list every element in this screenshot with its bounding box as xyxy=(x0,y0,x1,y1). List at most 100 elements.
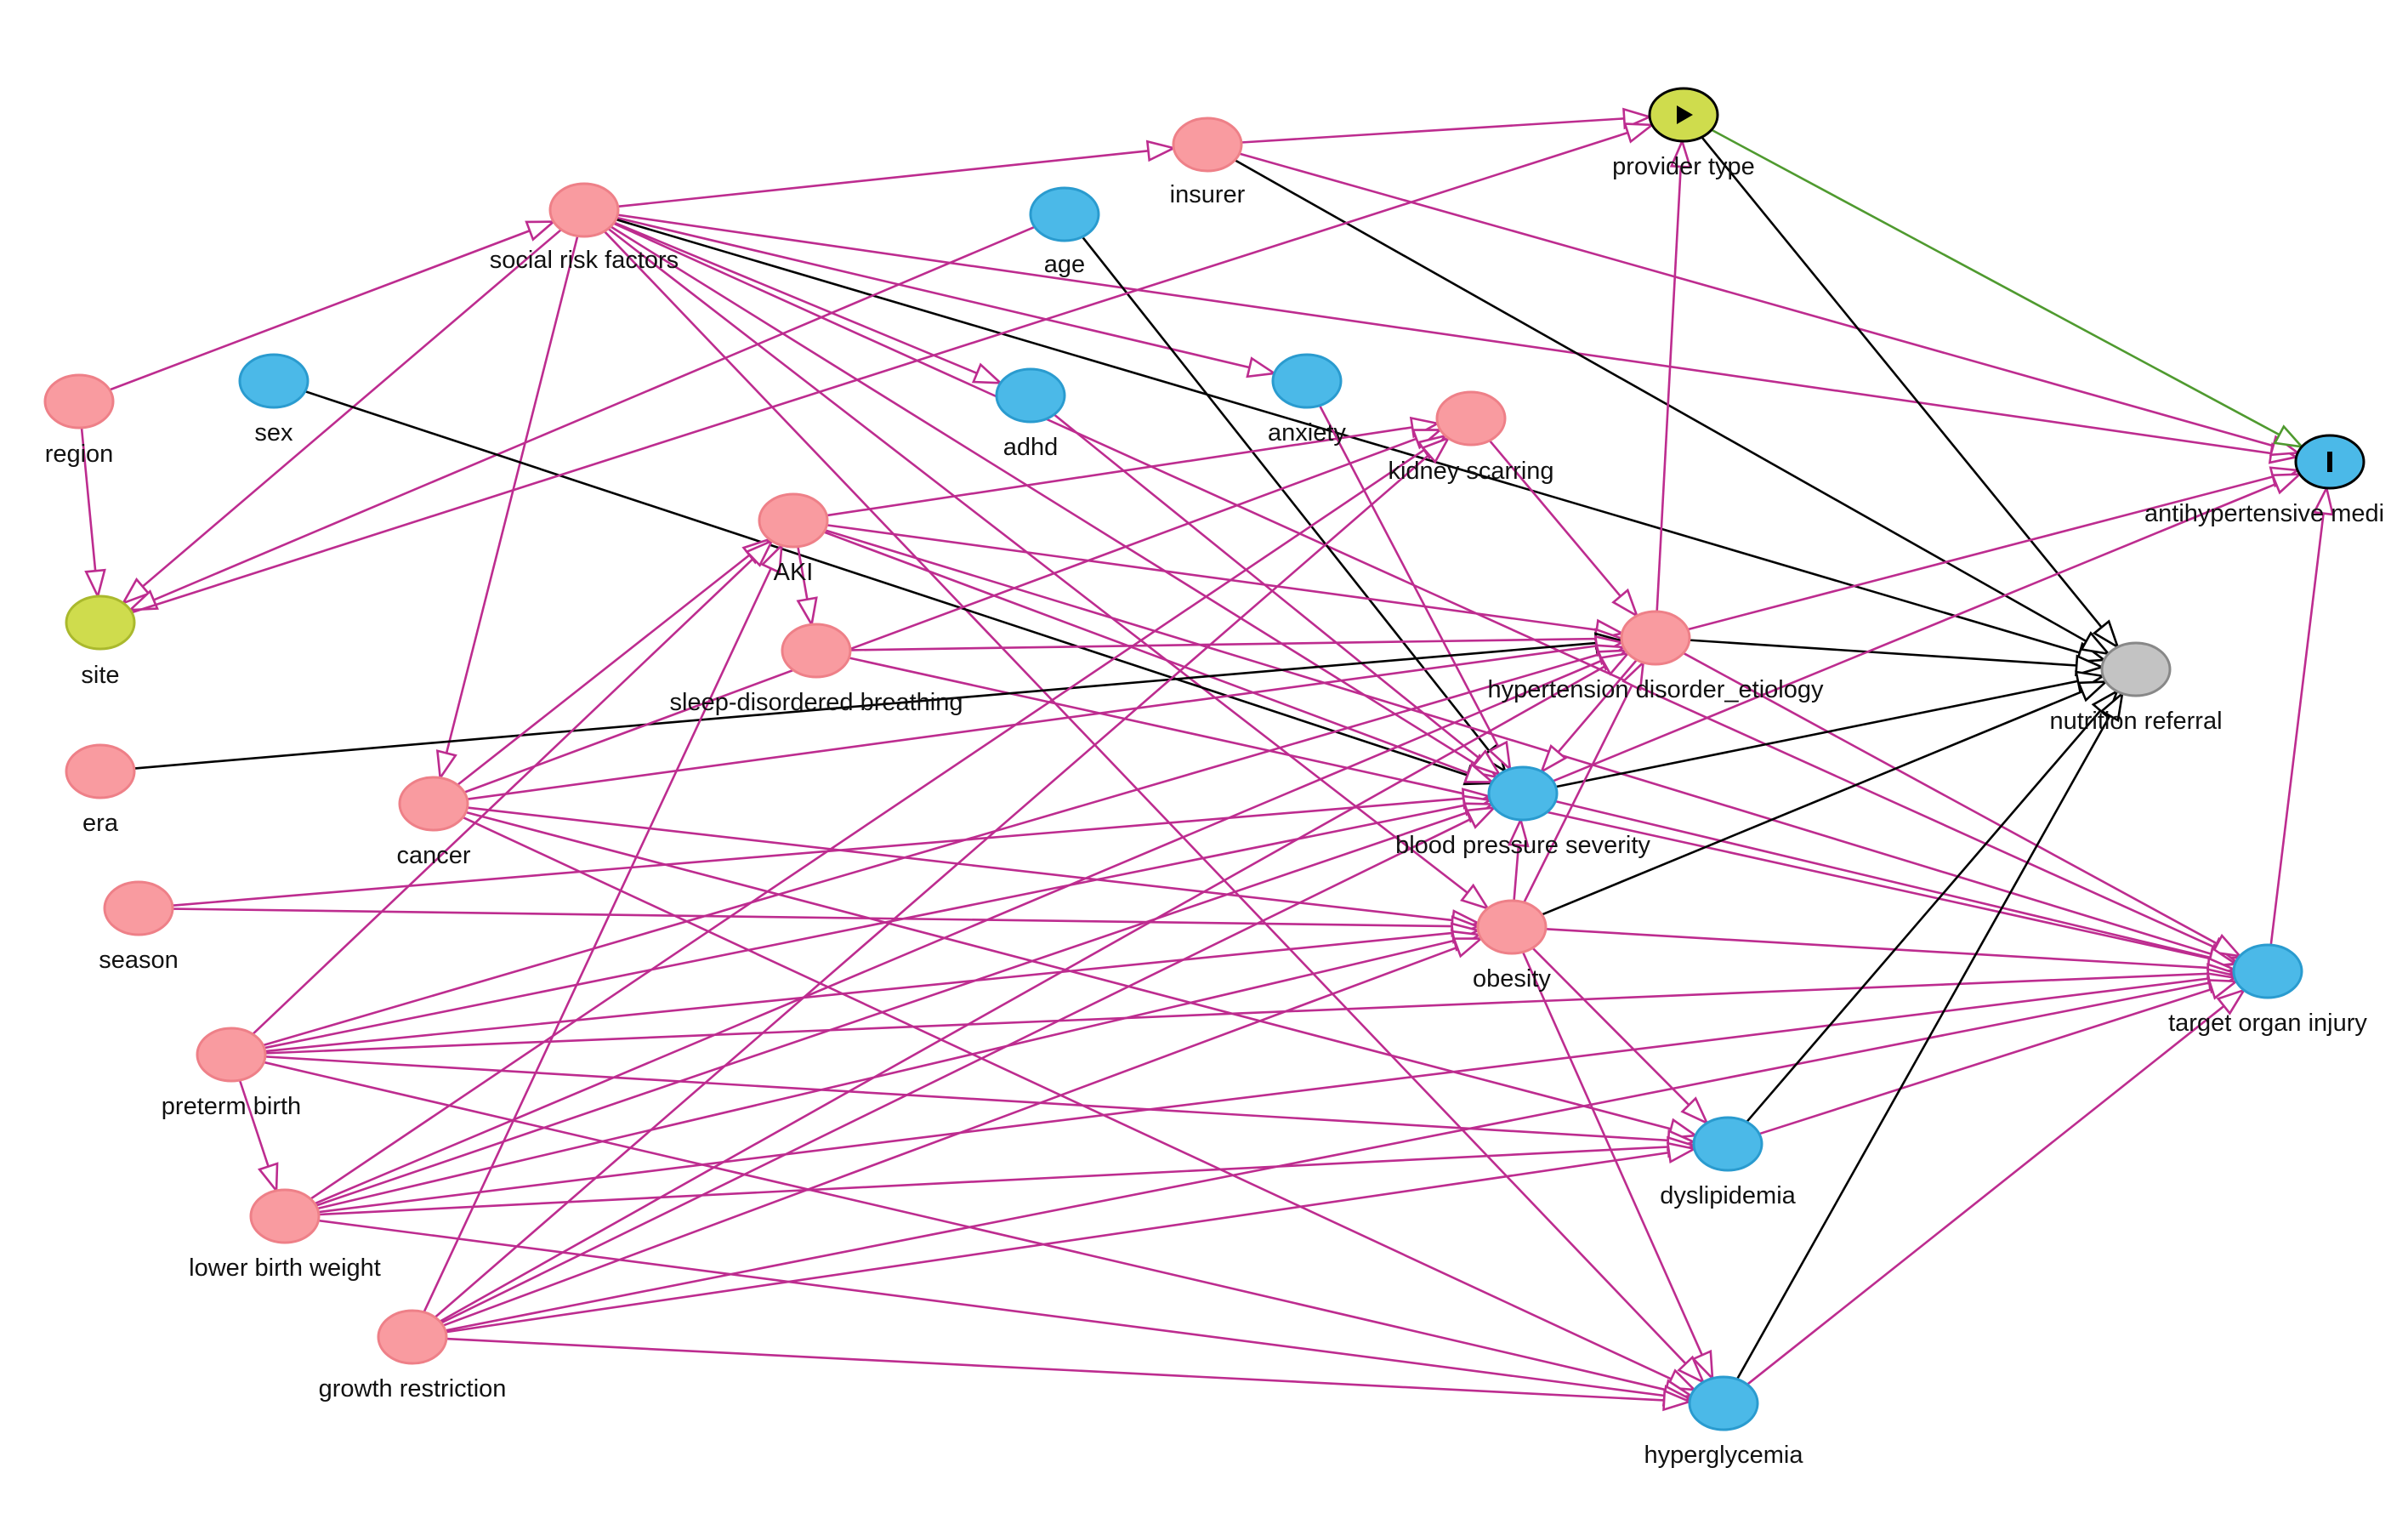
node-circle[interactable] xyxy=(1029,186,1100,242)
edge-arrowhead xyxy=(2211,933,2243,958)
node-anxiety[interactable]: anxiety xyxy=(1268,353,1346,447)
node-adhd[interactable]: adhd xyxy=(995,367,1066,461)
node-circle[interactable] xyxy=(196,1027,267,1083)
edge-dyslipidemia-to-nutrition xyxy=(1746,688,2120,1124)
node-circle[interactable] xyxy=(1620,610,1691,666)
node-circle[interactable] xyxy=(1435,390,1507,447)
node-aki[interactable]: AKI xyxy=(758,492,829,586)
edge-arrowhead xyxy=(1611,588,1639,618)
node-lbw[interactable]: lower birth weight xyxy=(189,1188,381,1282)
node-circle[interactable] xyxy=(103,880,174,936)
node-hyperglycemia[interactable]: hyperglycemia xyxy=(1644,1375,1804,1469)
node-circle[interactable] xyxy=(781,623,852,679)
node-circle[interactable] xyxy=(238,353,310,409)
edge-line xyxy=(826,422,1438,517)
edge-line xyxy=(439,652,1629,1323)
edge-line xyxy=(1683,651,2240,958)
node-layer: insurer provider type social risk factors a… xyxy=(43,87,2384,1469)
edge-arrowhead xyxy=(1691,1349,1714,1382)
edge-arrowhead xyxy=(2076,680,2110,703)
node-circle[interactable] xyxy=(1692,1116,1763,1172)
node-label: antihypertensive medi xyxy=(2144,500,2384,527)
node-site[interactable]: site xyxy=(65,595,136,689)
edge-obesity-to-dyslipidemia xyxy=(1531,947,1710,1126)
node-circle[interactable] xyxy=(65,595,136,651)
node-cancer[interactable]: cancer xyxy=(396,776,471,869)
edge-arrowhead xyxy=(1666,1141,1698,1164)
edge-line xyxy=(616,218,2104,662)
node-growth[interactable]: growth restriction xyxy=(319,1309,507,1402)
edge-line xyxy=(264,929,1479,1053)
edge-line xyxy=(1531,947,1708,1124)
edge-line xyxy=(1234,159,2110,655)
edge-line xyxy=(129,225,1036,612)
node-circle[interactable] xyxy=(65,743,136,799)
edge-social_risk-to-hyperglycemia xyxy=(603,230,1706,1385)
node-obesity[interactable]: obesity xyxy=(1473,899,1551,993)
node-sdb[interactable]: sleep-disordered breathing xyxy=(670,623,963,716)
edge-insurer-to-nutrition xyxy=(1234,159,2111,656)
edge-social_risk-to-site xyxy=(121,228,562,606)
node-circle[interactable] xyxy=(1476,899,1548,955)
node-circle[interactable] xyxy=(398,776,469,832)
node-circle[interactable] xyxy=(377,1309,448,1365)
edge-line xyxy=(826,524,1622,634)
node-circle[interactable] xyxy=(2100,641,2172,697)
node-kidney-scarring[interactable]: kidney scarring xyxy=(1388,390,1554,485)
node-era[interactable]: era xyxy=(65,743,136,837)
node-circle[interactable] xyxy=(548,182,620,238)
node-target-organ[interactable]: target organ injury xyxy=(2168,943,2367,1037)
node-label: hyperglycemia xyxy=(1644,1442,1804,1469)
edge-line xyxy=(1488,440,1638,617)
edge-dyslipidemia-to-target_organ xyxy=(1758,979,2240,1135)
edge-line xyxy=(446,1337,1690,1403)
node-preterm[interactable]: preterm birth xyxy=(162,1027,301,1120)
node-antihypertensive[interactable]: antihypertensive medi xyxy=(2144,434,2384,527)
edge-social_risk-to-nutrition xyxy=(616,218,2108,663)
node-circle[interactable] xyxy=(1688,1375,1759,1431)
edge-cancer-to-hypertension xyxy=(467,634,1626,800)
node-circle[interactable] xyxy=(1271,353,1343,409)
edge-line xyxy=(304,390,1492,785)
node-label: age xyxy=(1044,251,1085,278)
edge-line xyxy=(315,803,1492,1207)
node-age[interactable]: age xyxy=(1029,186,1100,278)
edge-anxiety-to-bp_severity xyxy=(1318,405,1512,772)
edge-arrowhead xyxy=(971,362,1004,384)
node-circle[interactable] xyxy=(2232,943,2303,999)
node-provider-type[interactable]: provider type xyxy=(1612,87,1755,180)
edge-line xyxy=(1081,236,1507,772)
edge-arrowhead xyxy=(525,220,557,242)
node-circle[interactable] xyxy=(1172,117,1243,173)
node-circle[interactable] xyxy=(758,492,829,549)
edge-line xyxy=(122,228,562,605)
node-nutrition[interactable]: nutrition referral xyxy=(2049,641,2223,735)
node-hypertension[interactable]: hypertension disorder_etiology xyxy=(1488,610,1824,703)
node-circle[interactable] xyxy=(1487,765,1559,822)
edge-obesity-to-target_organ xyxy=(1545,928,2237,979)
node-circle[interactable] xyxy=(43,373,115,430)
node-dyslipidemia[interactable]: dyslipidemia xyxy=(1660,1116,1797,1209)
edge-arrowhead xyxy=(257,1162,279,1194)
edge-line xyxy=(423,544,783,1313)
edge-insurer-to-antihypertensive xyxy=(1239,152,2302,457)
edge-line xyxy=(1758,980,2237,1135)
edge-provider_type-to-nutrition xyxy=(1701,136,2121,650)
edge-arrowhead xyxy=(1623,122,1656,144)
edge-aki-to-kidney_scarring xyxy=(826,416,1441,517)
node-circle[interactable] xyxy=(995,367,1066,424)
edge-arrowhead xyxy=(2273,424,2305,449)
node-circle[interactable] xyxy=(249,1188,321,1244)
node-region[interactable]: region xyxy=(43,373,115,468)
node-season[interactable]: season xyxy=(99,880,179,974)
edge-line xyxy=(463,429,1441,794)
edge-line xyxy=(434,437,1450,1318)
node-label: adhd xyxy=(1003,434,1059,461)
edge-line xyxy=(264,1061,1691,1397)
node-social-risk[interactable]: social risk factors xyxy=(490,182,679,274)
edge-arrowhead xyxy=(1421,435,1451,464)
node-bp-severity[interactable]: blood pressure severity xyxy=(1395,765,1650,859)
node-insurer[interactable]: insurer xyxy=(1170,117,1246,208)
node-sex[interactable]: sex xyxy=(238,353,310,447)
